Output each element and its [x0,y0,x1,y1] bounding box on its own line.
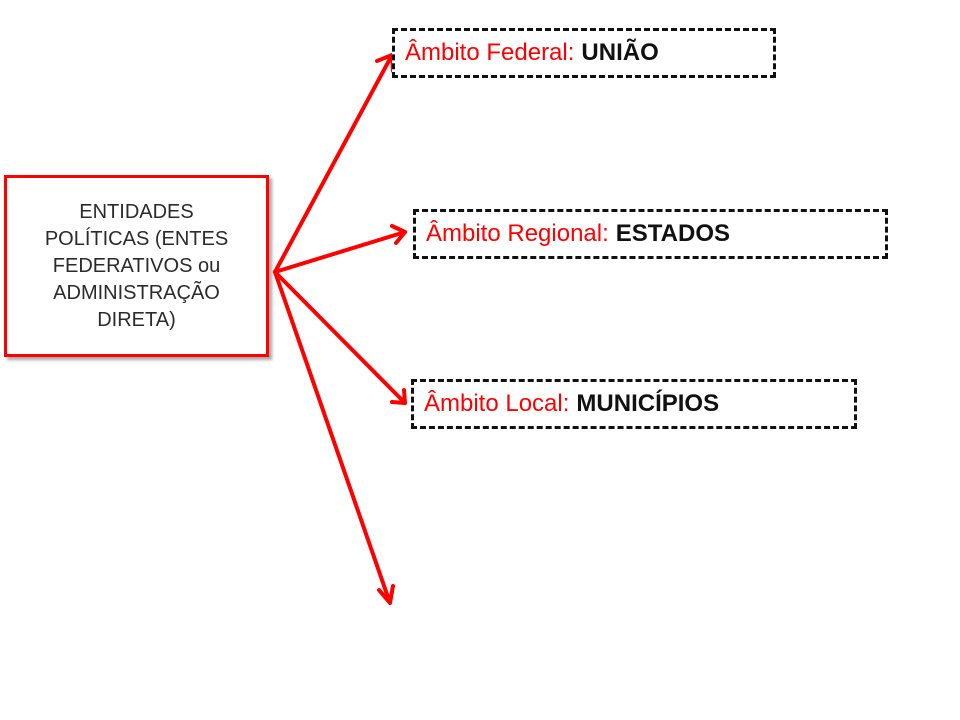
arrow-to-empty [273,270,395,605]
local-entity: MUNICÍPIOS [576,390,720,417]
regional-prefix: Âmbito Regional: [426,220,609,247]
arrow-to-local [273,270,407,405]
local-prefix: Âmbito Local: [424,390,570,417]
local-box: Âmbito Local: MUNICÍPIOS [411,379,857,429]
federal-entity: UNIÃO [581,39,659,66]
source-box: ENTIDADES POLÍTICAS (ENTES FEDERATIVOS o… [4,175,269,357]
federal-box: Âmbito Federal: UNIÃO [392,28,776,78]
regional-entity: ESTADOS [615,220,730,247]
arrow-to-regional [273,224,407,274]
regional-box: Âmbito Regional: ESTADOS [413,209,888,259]
arrow-to-federal [273,53,395,274]
source-label: ENTIDADES POLÍTICAS (ENTES FEDERATIVOS o… [44,200,229,331]
federal-prefix: Âmbito Federal: [405,39,575,66]
